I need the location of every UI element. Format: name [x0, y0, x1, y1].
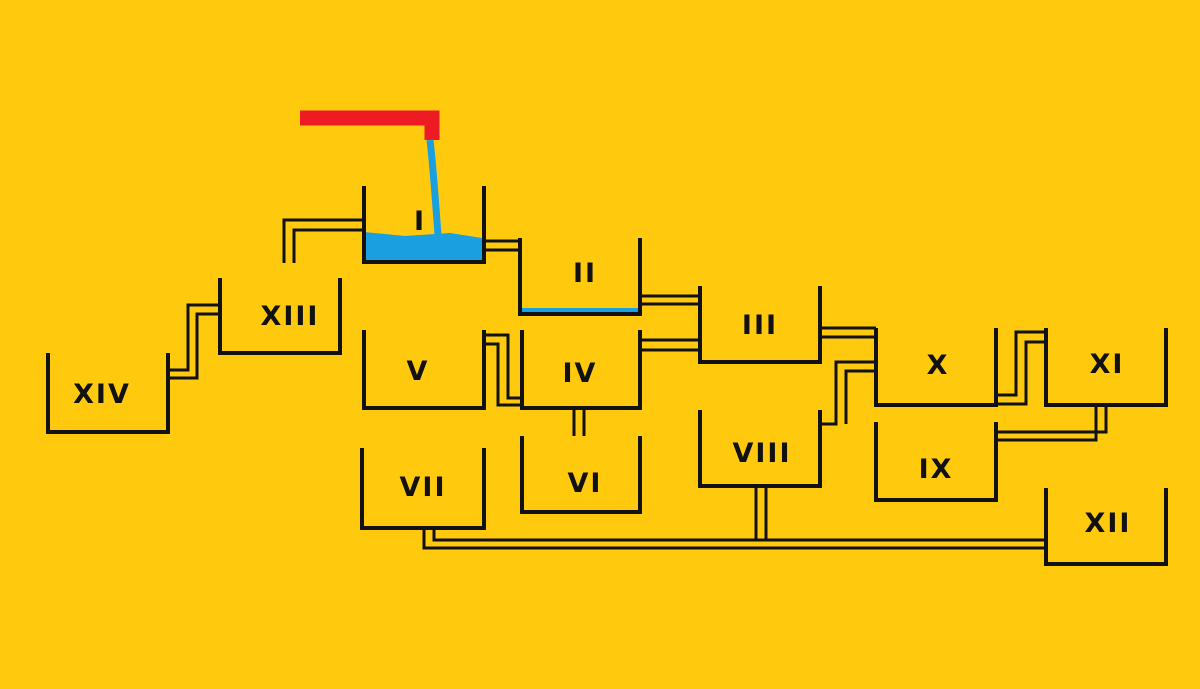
pipe-XIII-to-XIV-inner	[168, 312, 220, 380]
label-XIII: XIII	[261, 301, 320, 332]
pipe-X-to-XI-inner	[996, 340, 1046, 406]
pipe-X-to-XI	[996, 330, 1046, 397]
pipe-IV-to-V-inner	[484, 342, 522, 407]
container-VI	[520, 436, 642, 514]
container-IV	[520, 330, 642, 410]
water-in-container-I	[364, 232, 482, 262]
container-XII	[1044, 488, 1168, 566]
label-VIII: VIII	[732, 438, 791, 469]
labels: I II III IV V VI VII VIII IX X XI XII XI…	[73, 206, 1132, 539]
label-III: III	[742, 310, 778, 341]
tap	[300, 110, 440, 140]
label-V: V	[407, 356, 430, 387]
container-I	[362, 186, 486, 264]
label-XII: XII	[1085, 508, 1132, 539]
pipe-XI-to-IX-inner	[996, 405, 1098, 442]
label-IX: IX	[919, 454, 954, 485]
container-III	[698, 286, 822, 364]
vessels	[46, 186, 1168, 566]
pipe-X-to-VIII	[820, 360, 876, 426]
container-VIII	[698, 410, 822, 488]
water-stream	[426, 139, 442, 236]
label-XIV: XIV	[73, 379, 131, 410]
pipe-XI-to-IX	[996, 405, 1108, 434]
tap-pipe	[300, 110, 440, 140]
pipe-VII-VIII-XII-inner	[432, 528, 1046, 542]
label-X: X	[927, 350, 950, 381]
label-II: II	[573, 258, 597, 289]
pipe-X-to-VIII-inner	[844, 369, 876, 424]
label-VI: VI	[568, 468, 603, 499]
pipes	[168, 218, 1108, 550]
label-XI: XI	[1090, 349, 1125, 380]
container-V	[362, 330, 486, 410]
pipe-XIII-to-XIV	[168, 303, 220, 372]
container-XIV	[46, 353, 170, 434]
label-VII: VII	[400, 472, 447, 503]
label-IV: IV	[563, 358, 598, 389]
pipe-VII-VIII-XII	[422, 528, 1046, 550]
pipe-I-to-XIII	[282, 218, 364, 263]
water-in-container-II	[520, 308, 638, 314]
container-II	[518, 238, 642, 316]
label-I: I	[414, 206, 426, 237]
container-X	[874, 328, 998, 407]
pipe-I-to-XIII-inner	[292, 228, 364, 263]
container-IX	[874, 422, 998, 502]
pipe-IV-to-V	[484, 333, 522, 400]
